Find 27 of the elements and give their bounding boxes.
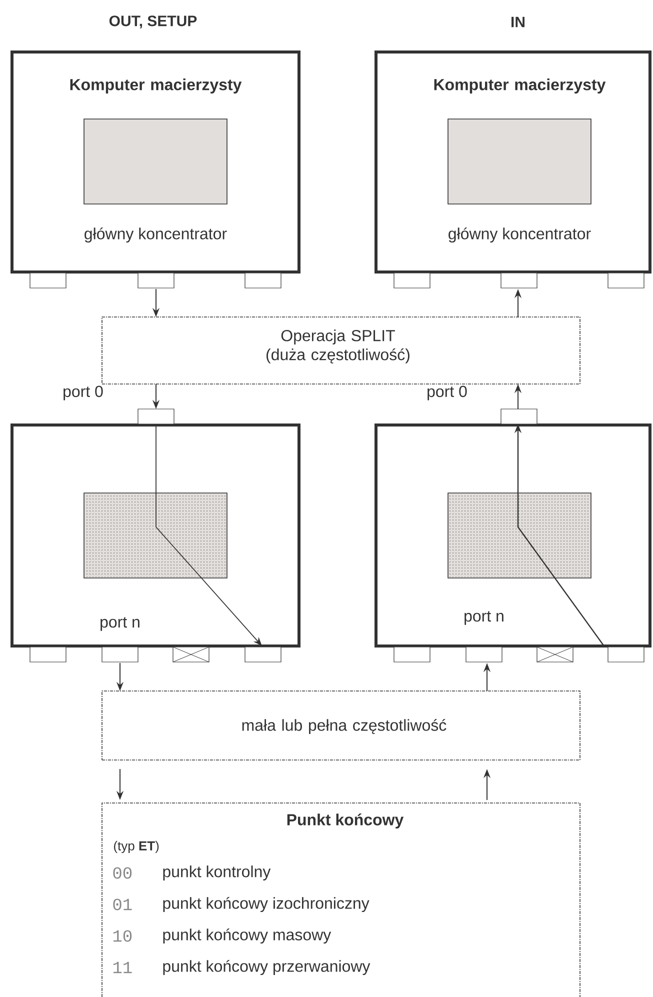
code-value: 01: [113, 898, 132, 910]
box-text: główny koncentrator: [448, 227, 591, 243]
speed-box: [102, 690, 580, 760]
box-heading: Komputer macierzysty: [70, 78, 242, 94]
code-value: 10: [113, 930, 132, 942]
port-label: port 0: [428, 386, 467, 400]
box-text: mała lub pełna częstotliwość: [242, 718, 446, 734]
box-heading: Komputer macierzysty: [434, 78, 606, 94]
endpoint-type: punkt końcowy masowy: [163, 928, 332, 944]
type-note: (typ ET): [114, 840, 159, 854]
endpoint-box: [102, 802, 580, 997]
endpoint-type: punkt końcowy izochroniczny: [163, 896, 370, 912]
box-text: Operacja SPLIT (duża częstotliwość): [266, 330, 410, 364]
code-value: 00: [113, 867, 132, 879]
endpoint-type: punkt końcowy przerwaniowy: [163, 960, 370, 976]
box-heading: Punkt końcowy: [287, 813, 404, 829]
port-label: port n: [464, 611, 504, 625]
computer-box: [374, 50, 652, 274]
speed-box: [102, 316, 580, 384]
column-title: OUT, SETUP: [109, 16, 197, 28]
port-label: port 0: [64, 386, 103, 400]
code-value: 11: [113, 962, 132, 974]
port-label: port n: [100, 617, 140, 631]
computer-box: [10, 50, 300, 274]
endpoint-type: punkt kontrolny: [163, 866, 271, 880]
column-title: IN: [512, 16, 524, 28]
box-text: główny koncentrator: [84, 227, 227, 243]
